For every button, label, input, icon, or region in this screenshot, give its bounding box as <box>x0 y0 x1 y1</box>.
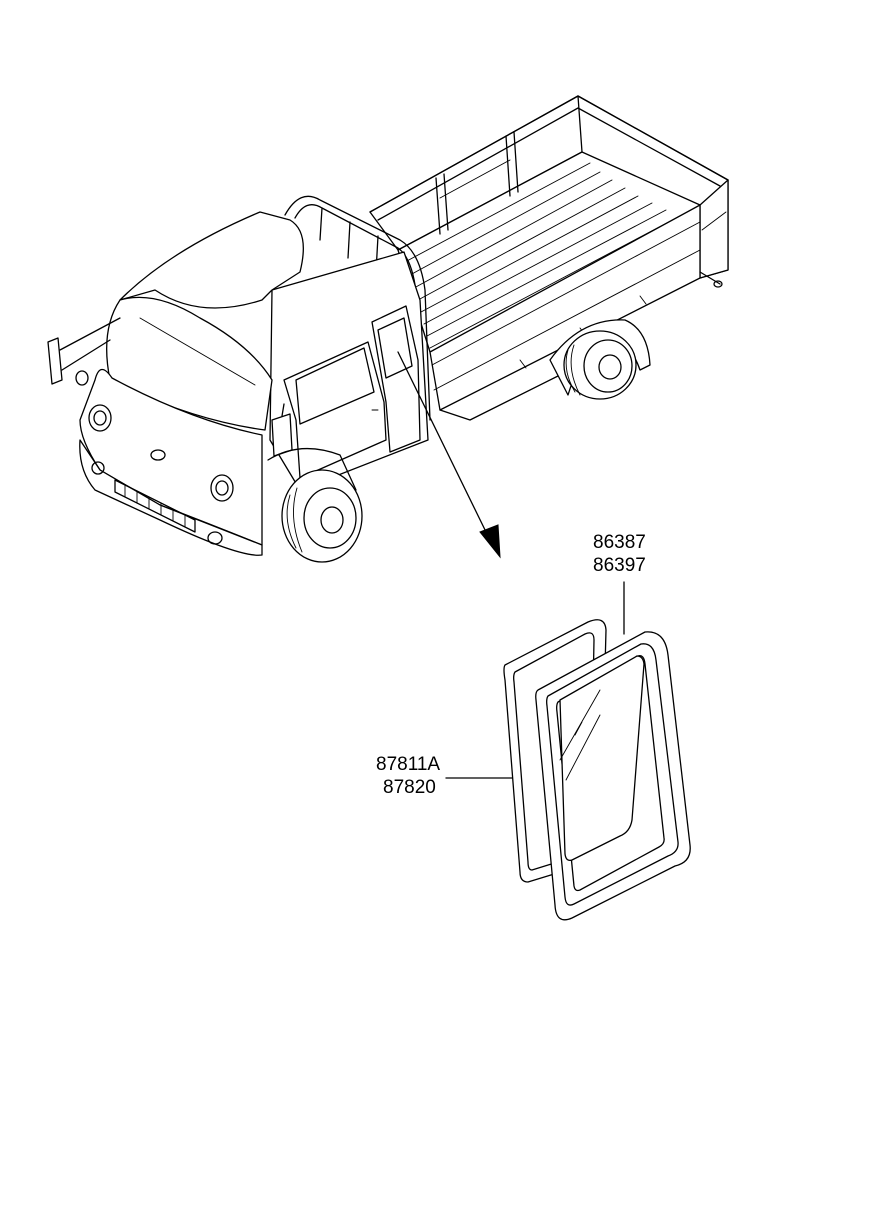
front-wheel <box>281 469 363 563</box>
window-glass-assembly <box>535 631 691 921</box>
cab <box>47 195 431 556</box>
window-parts <box>445 581 691 921</box>
part-number-86387: 86387 <box>593 532 646 553</box>
part-number-87820: 87820 <box>383 777 436 798</box>
part-number-86397: 86397 <box>593 555 646 576</box>
cargo-bed <box>369 95 729 421</box>
callout-upper: 86387 86397 <box>593 532 646 576</box>
truck-illustration <box>47 95 729 563</box>
callout-lower: 87811A 87820 <box>376 754 440 798</box>
rear-wheel <box>549 319 651 400</box>
pointer-arrow <box>397 351 501 559</box>
part-number-87811A: 87811A <box>376 754 440 775</box>
